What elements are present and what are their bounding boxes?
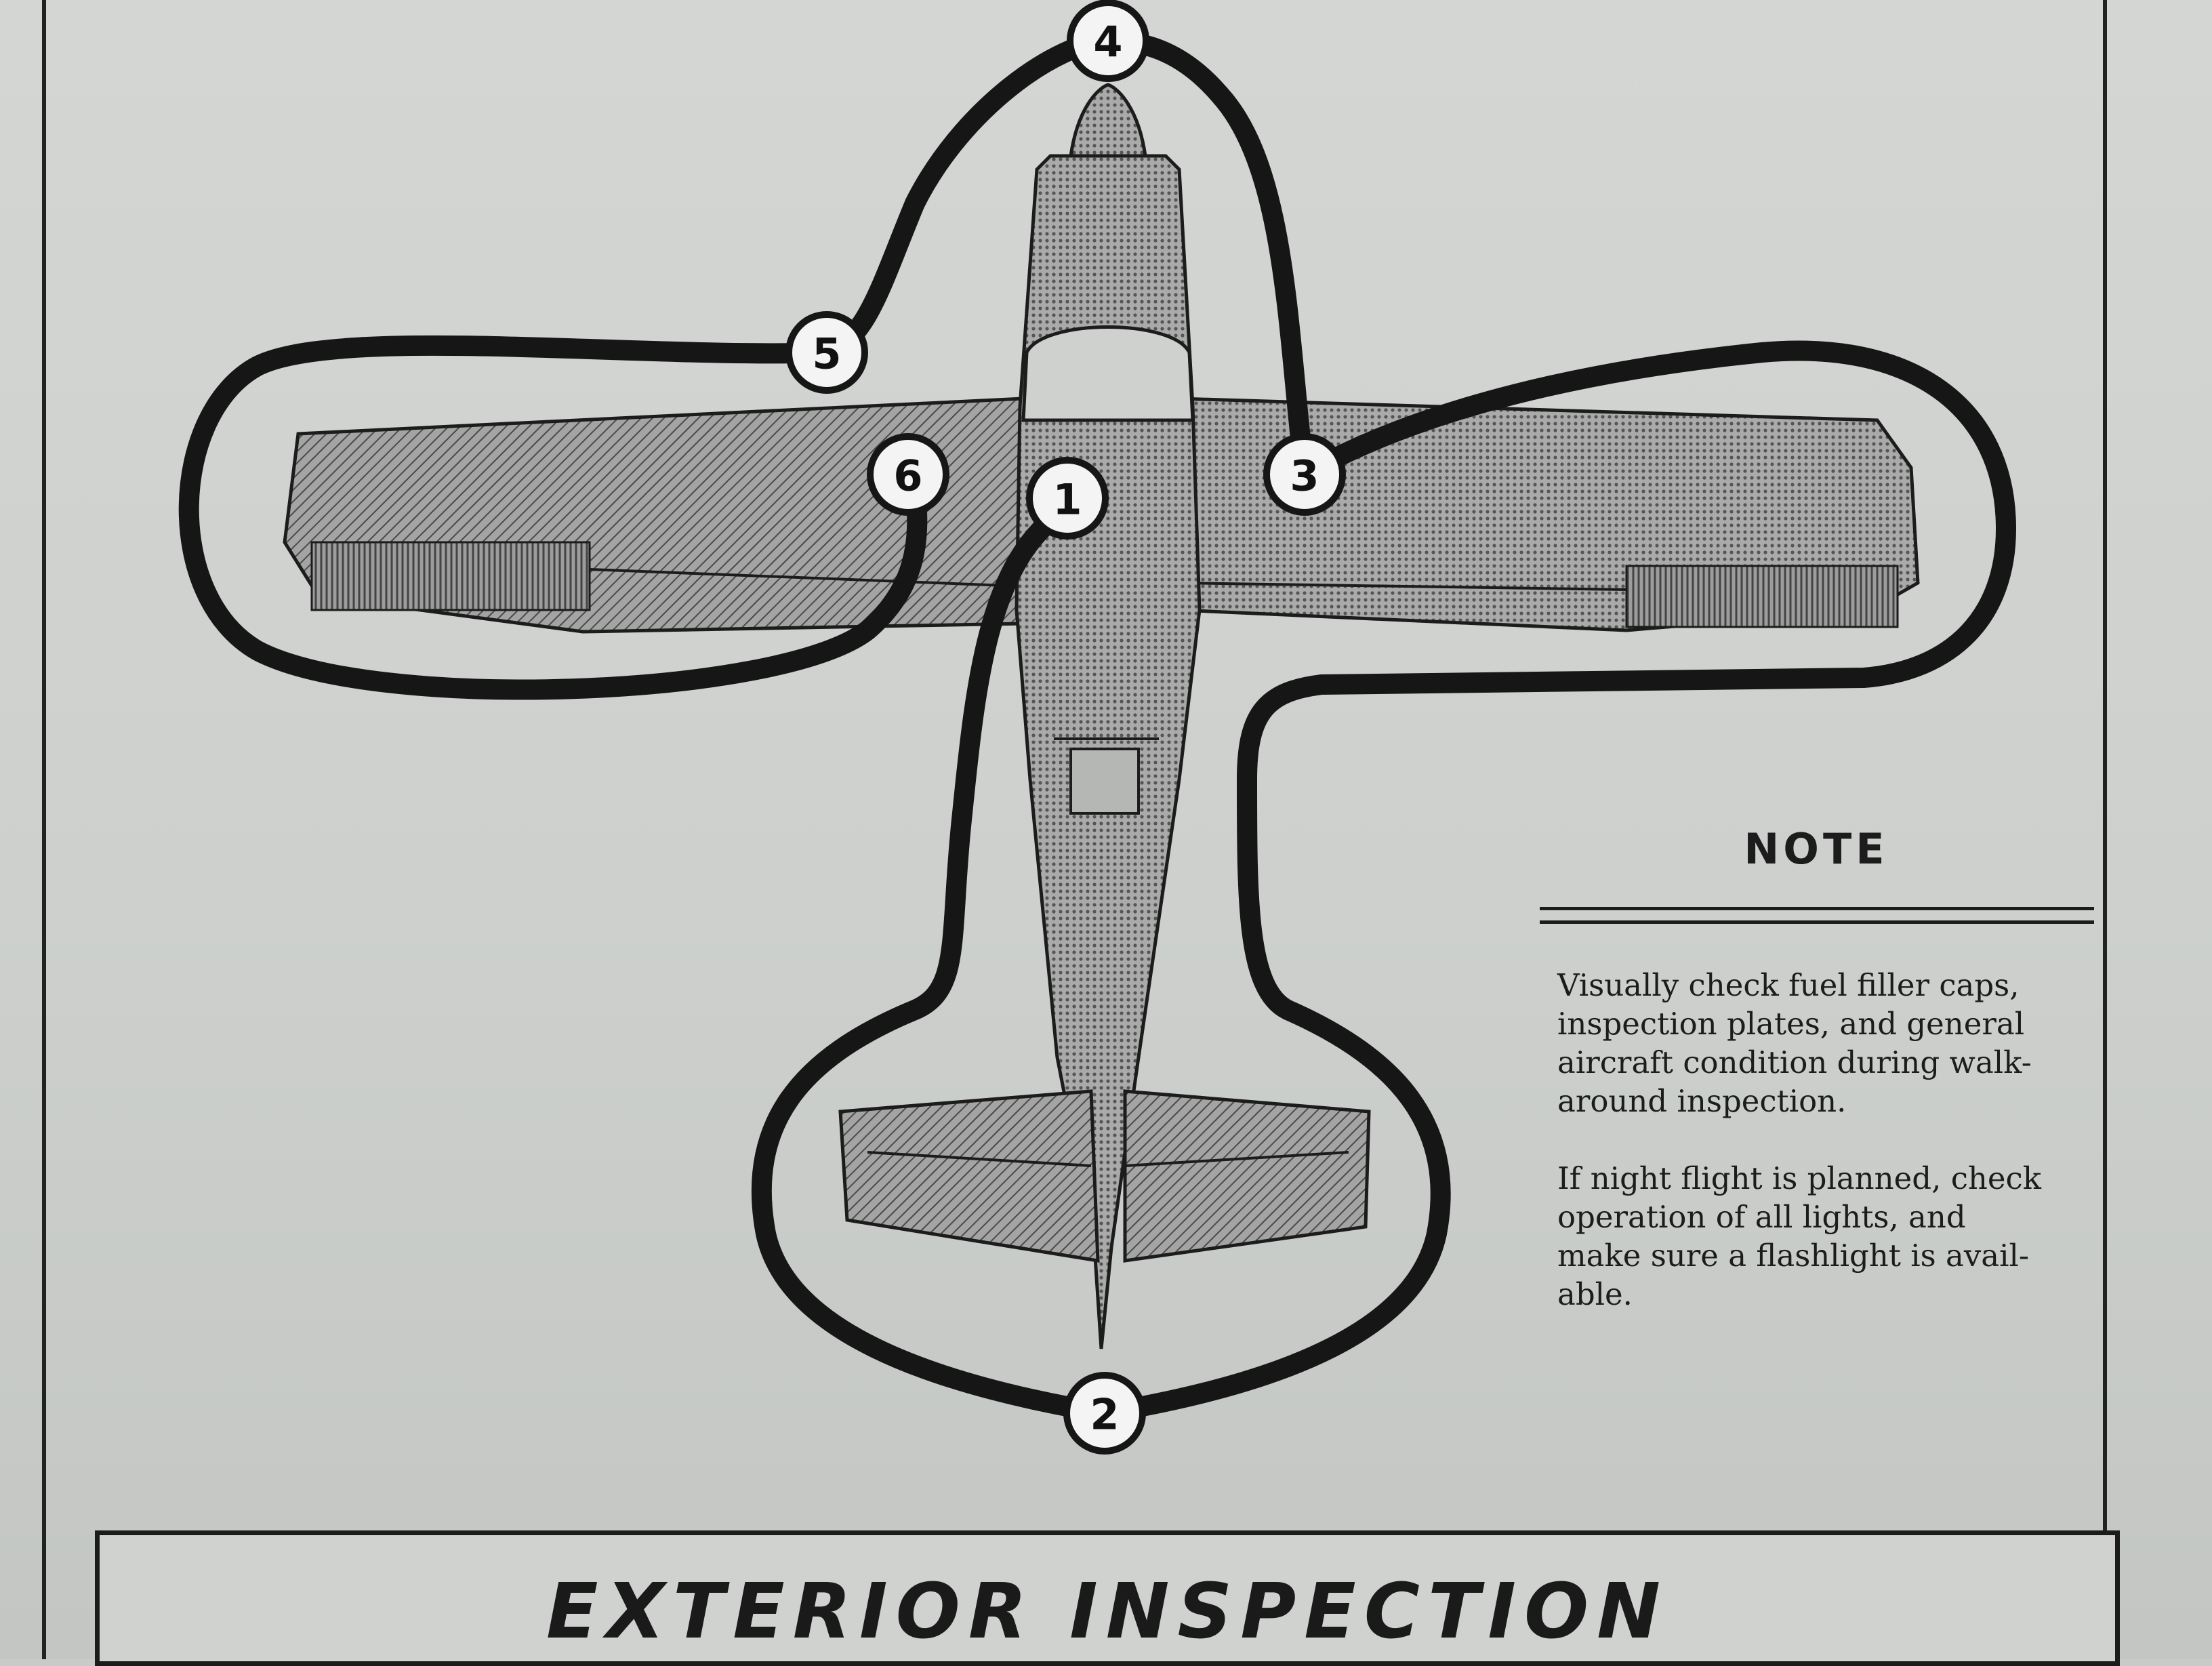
- figure-title: EXTERIOR INSPECTION: [546, 1568, 1668, 1656]
- svg-text:3: 3: [1290, 451, 1319, 501]
- note-line: inspection plates, and general: [1557, 1006, 2025, 1042]
- windshield: [1021, 325, 1195, 422]
- right-aileron: [1625, 565, 1899, 628]
- rear-window: [1069, 748, 1140, 815]
- note-line: If night flight is planned, check: [1557, 1160, 2041, 1196]
- left-stabilizer: [838, 1089, 1100, 1263]
- note-line: Visually check fuel filler caps,: [1557, 967, 2020, 1003]
- note-line: aircraft condition during walk-: [1557, 1044, 2032, 1080]
- stop-6-marker: 6: [867, 433, 949, 516]
- stop-3-marker: 3: [1263, 433, 1346, 516]
- svg-text:4: 4: [1093, 18, 1122, 67]
- note-paragraph-2: If night flight is planned, check operat…: [1557, 1159, 2100, 1314]
- propeller-spinner: [1069, 83, 1147, 158]
- note-line: around inspection.: [1557, 1083, 1847, 1119]
- stop-4-marker: 4: [1067, 0, 1149, 82]
- page-border-left: [42, 0, 46, 1659]
- note-line: operation of all lights, and: [1557, 1199, 1966, 1235]
- svg-text:6: 6: [893, 451, 922, 501]
- note-line: able.: [1557, 1276, 1633, 1312]
- note-line: make sure a flashlight is avail-: [1557, 1238, 2030, 1274]
- right-stabilizer: [1123, 1089, 1371, 1263]
- svg-text:5: 5: [812, 329, 841, 379]
- stop-2-marker: 2: [1063, 1372, 1146, 1455]
- stop-5-marker: 5: [785, 311, 868, 394]
- page-border-right: [2103, 0, 2107, 1659]
- svg-text:2: 2: [1090, 1390, 1119, 1440]
- note-rule-top: [1540, 907, 2094, 910]
- walkaround-path: [178, 31, 2016, 1423]
- note-heading: NOTE: [1744, 824, 1889, 874]
- left-aileron: [310, 541, 591, 611]
- svg-text:1: 1: [1052, 475, 1082, 525]
- figure-title-box: EXTERIOR INSPECTION: [95, 1530, 2120, 1666]
- stop-1-marker: 1: [1026, 457, 1109, 540]
- note-rule-bottom: [1540, 920, 2094, 924]
- note-paragraph-1: Visually check fuel filler caps, inspect…: [1557, 966, 2100, 1120]
